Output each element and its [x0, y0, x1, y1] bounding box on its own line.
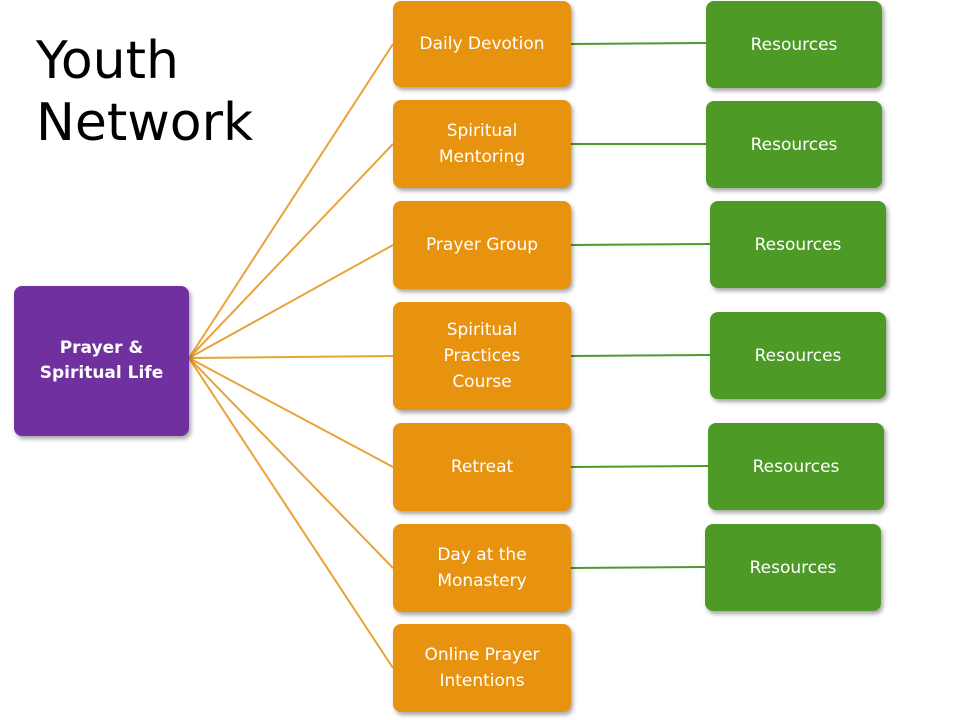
branch-node-label: Retreat	[451, 454, 513, 480]
resources-button-day-at-the-monastery[interactable]: Resources	[705, 524, 881, 611]
branch-node-daily-devotion[interactable]: Daily Devotion	[393, 1, 571, 87]
branch-label-line: Retreat	[450, 457, 514, 477]
branch-node-label: Daily Devotion	[420, 31, 545, 57]
root-label-line: Spiritual Life	[39, 363, 164, 383]
root-label-line: Prayer &	[59, 338, 144, 358]
branch-node-label: Prayer Group	[426, 232, 538, 258]
branch-label-line: Day at the	[437, 545, 527, 565]
connector-root-to-spiritual-practices-course	[188, 355, 394, 359]
connector-day-at-the-monastery-to-resources	[570, 566, 706, 569]
branch-label-line: Spiritual	[446, 320, 518, 340]
branch-label-line: Daily Devotion	[419, 34, 545, 54]
branch-label-line: Practices	[443, 346, 521, 366]
connector-root-to-online-prayer-intentions	[188, 357, 394, 669]
diagram-title: Youth Network	[36, 30, 336, 154]
title-line-1: Youth	[36, 31, 179, 91]
branch-label-line: Online Prayer	[424, 645, 540, 665]
resources-button-prayer-group[interactable]: Resources	[710, 201, 886, 288]
connector-retreat-to-resources	[570, 465, 709, 468]
branch-label-line: Course	[452, 372, 512, 392]
resources-button-spiritual-practices-course[interactable]: Resources	[710, 312, 886, 399]
resources-button-spiritual-mentoring[interactable]: Resources	[706, 101, 882, 188]
connector-root-to-day-at-the-monastery	[188, 357, 394, 569]
connector-daily-devotion-to-resources	[570, 42, 707, 45]
connector-root-to-spiritual-mentoring	[188, 143, 394, 359]
branch-label-line: Prayer Group	[425, 235, 539, 255]
branch-label-line: Intentions	[439, 671, 525, 691]
resources-button-daily-devotion[interactable]: Resources	[706, 1, 882, 88]
connector-prayer-group-to-resources	[570, 243, 711, 246]
connector-spiritual-practices-course-to-resources	[570, 354, 711, 357]
connector-root-to-daily-devotion	[188, 43, 394, 359]
resources-button-retreat[interactable]: Resources	[708, 423, 884, 510]
title-line-2: Network	[36, 93, 254, 153]
branch-label-line: Monastery	[437, 571, 527, 591]
branch-node-retreat[interactable]: Retreat	[393, 423, 571, 511]
connector-root-to-retreat	[188, 357, 394, 468]
branch-label-line: Mentoring	[438, 147, 526, 167]
root-node-prayer-spiritual-life[interactable]: Prayer & Spiritual Life	[14, 286, 189, 436]
branch-node-prayer-group[interactable]: Prayer Group	[393, 201, 571, 289]
branch-label-line: Spiritual	[446, 121, 518, 141]
root-node-label: Prayer & Spiritual Life	[40, 336, 163, 386]
connector-root-to-prayer-group	[188, 244, 394, 359]
